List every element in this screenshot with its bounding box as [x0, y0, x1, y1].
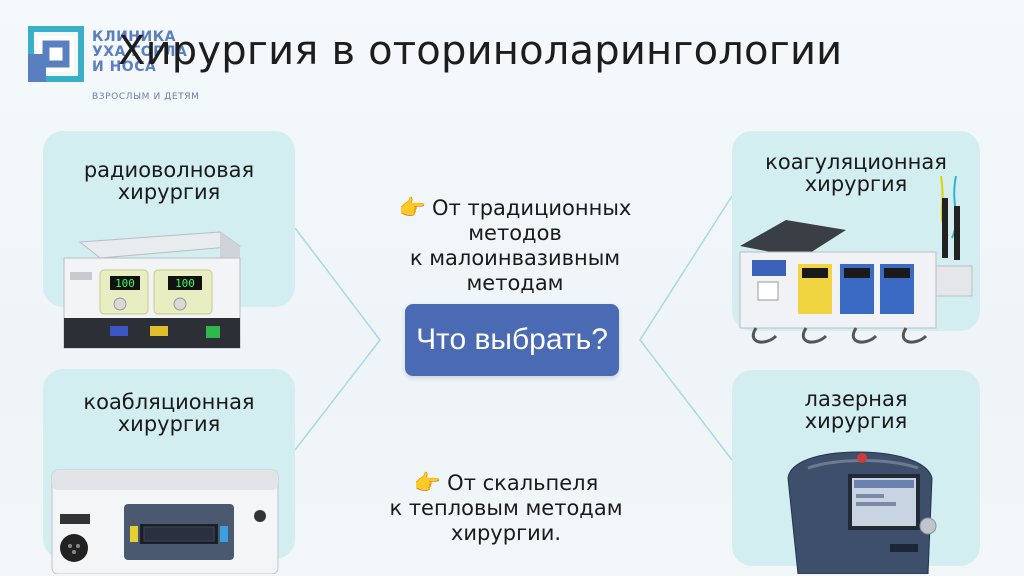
card-laser-line2: хирургия [804, 409, 908, 433]
pointing-hand-icon: 👉 [413, 471, 442, 496]
logo-line-1: КЛИНИКА [92, 29, 176, 45]
card-coagulation-label: коагуляционная хирургия [732, 151, 980, 195]
card-radiowave-label: радиоволновая хирургия [43, 159, 295, 203]
text-top-line2: методов [468, 221, 562, 245]
radiowave-device-image: 100 100 [63, 231, 242, 349]
what-to-choose-button[interactable]: Что выбрать? [405, 304, 619, 376]
laser-device-image [787, 451, 937, 574]
card-laser-line1: лазерная [804, 387, 908, 411]
clinic-logo: КЛИНИКА УХА ГОРЛА И НОСА ВЗРОСЛЫМ И ДЕТЯ… [28, 26, 218, 106]
card-coagulation-line2: хирургия [804, 172, 908, 196]
coagulation-device-image [739, 176, 973, 344]
text-block-traditional: 👉От традиционных методов к малоинвазивны… [360, 196, 670, 296]
text-top-line3: к малоинвазивным [409, 246, 621, 270]
logo-line-2: УХА ГОРЛА [92, 44, 188, 60]
text-top-line1: 👉От традиционных [398, 196, 632, 221]
card-radiowave-line2: хирургия [117, 180, 221, 204]
logo-text: КЛИНИКА УХА ГОРЛА И НОСА [92, 30, 187, 75]
coablation-device-image [51, 469, 279, 574]
card-coablation-line1: коабляционная [83, 390, 255, 414]
card-radiowave-line1: радиоволновая [83, 158, 255, 182]
text-bottom-line1: 👉От скальпеля [413, 471, 599, 496]
page-title: Хирургия в оториноларингологии [118, 28, 843, 74]
logo-subtitle: ВЗРОСЛЫМ И ДЕТЯМ [92, 92, 200, 102]
radiowave-display-1: 100 [115, 277, 135, 290]
card-laser-label: лазерная хирургия [732, 388, 980, 432]
card-coablation-line2: хирургия [117, 412, 221, 436]
text-top-line4: методам [466, 271, 564, 295]
pointing-hand-icon: 👉 [398, 196, 427, 221]
logo-mark-icon [28, 26, 84, 82]
card-coablation-label: коабляционная хирургия [43, 391, 295, 435]
card-coagulation-line1: коагуляционная [765, 150, 947, 174]
logo-line-3: И НОСА [92, 59, 157, 75]
text-block-scalpel: 👉От скальпеля к тепловым методам хирурги… [356, 471, 656, 546]
text-bottom-line3: хирургии. [450, 521, 562, 545]
text-bottom-line2: к тепловым методам [389, 496, 623, 520]
radiowave-display-2: 100 [175, 277, 195, 290]
